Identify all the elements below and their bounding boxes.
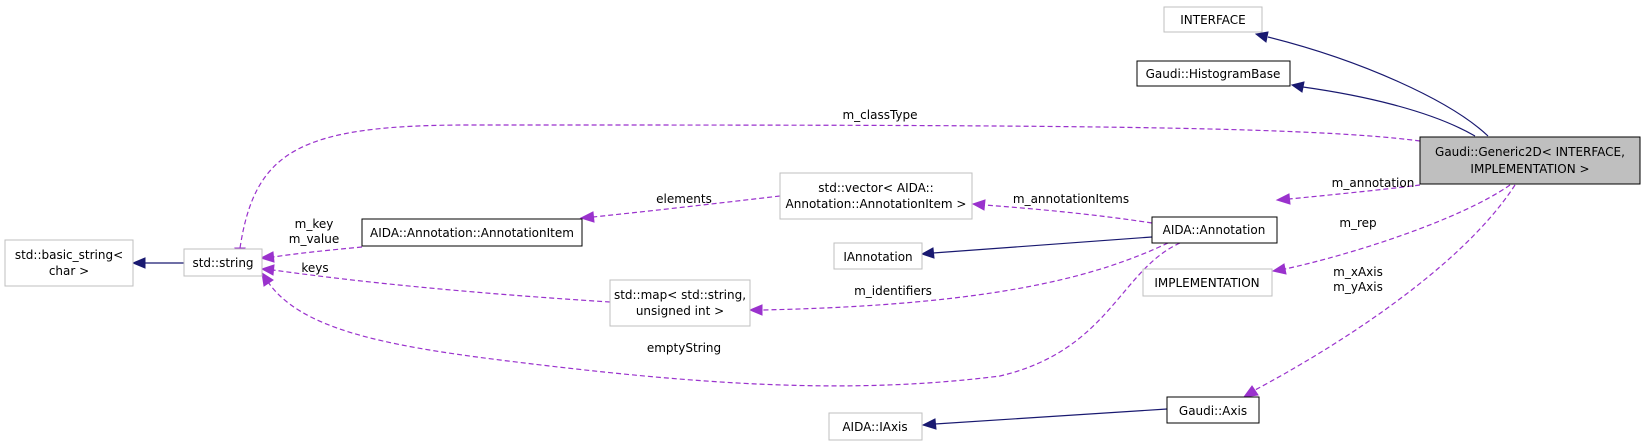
- node-implementation[interactable]: IMPLEMENTATION: [1142, 268, 1273, 297]
- label-m-annotation: m_annotation: [1332, 176, 1415, 190]
- node-std-map-label-line2: unsigned int >: [636, 304, 724, 318]
- node-std-basic-string[interactable]: std::basic_string< char >: [4, 239, 134, 287]
- edge-keys: [260, 264, 611, 303]
- edge-annotation: [1275, 184, 1421, 205]
- node-aida-iaxis[interactable]: AIDA::IAxis: [828, 412, 923, 441]
- edge-string-to-basic-string: [131, 257, 184, 269]
- node-generic2d-label-line1: Gaudi::Generic2D< INTERFACE,: [1435, 145, 1625, 159]
- label-m-identifiers: m_identifiers: [854, 284, 932, 298]
- node-interface-label: INTERFACE: [1180, 13, 1246, 27]
- node-iannotation-label: IAnnotation: [843, 250, 912, 264]
- node-gaudi-axis[interactable]: Gaudi::Axis: [1166, 396, 1260, 424]
- node-interface[interactable]: INTERFACE: [1163, 6, 1263, 33]
- node-annotation-item-label: AIDA::Annotation::AnnotationItem: [370, 226, 574, 240]
- edge-emptystring: [261, 242, 1181, 387]
- node-std-string-label: std::string: [192, 256, 253, 270]
- label-keys: keys: [301, 261, 328, 275]
- edge-generic2d-to-histogrambase: [1290, 81, 1476, 137]
- node-implementation-label: IMPLEMENTATION: [1154, 276, 1259, 290]
- node-std-basic-string-label-line1: std::basic_string<: [15, 248, 123, 262]
- edge-identifiers: [748, 242, 1169, 316]
- edge-annotationitems: [971, 199, 1153, 224]
- node-std-string[interactable]: std::string: [183, 248, 263, 277]
- node-std-basic-string-label-line2: char >: [49, 264, 89, 278]
- node-generic2d[interactable]: Gaudi::Generic2D< INTERFACE, IMPLEMENTAT…: [1419, 136, 1641, 185]
- label-elements: elements: [656, 192, 712, 206]
- edge-elements: [579, 195, 781, 223]
- edge-generic2d-to-interface: [1254, 31, 1489, 137]
- node-std-vector[interactable]: std::vector< AIDA:: Annotation::Annotati…: [779, 172, 973, 220]
- node-histogram-base-label: Gaudi::HistogramBase: [1146, 67, 1281, 81]
- node-histogram-base[interactable]: Gaudi::HistogramBase: [1136, 60, 1291, 87]
- node-std-vector-label-line1: std::vector< AIDA::: [818, 181, 933, 195]
- label-m-annotationitems: m_annotationItems: [1013, 192, 1129, 206]
- node-aida-iaxis-label: AIDA::IAxis: [842, 420, 907, 434]
- edge-rep: [1271, 184, 1511, 275]
- node-iannotation[interactable]: IAnnotation: [833, 242, 923, 270]
- label-m-key: m_key: [295, 217, 334, 231]
- node-aida-annotation[interactable]: AIDA::Annotation: [1151, 216, 1278, 244]
- node-generic2d-label-line2: IMPLEMENTATION >: [1470, 162, 1589, 176]
- edge-axis-to-iaxis: [921, 408, 1168, 430]
- node-annotation-item[interactable]: AIDA::Annotation::AnnotationItem: [361, 218, 583, 247]
- edge-key-value: [259, 246, 363, 263]
- label-m-value: m_value: [289, 232, 339, 246]
- node-aida-annotation-label: AIDA::Annotation: [1163, 223, 1266, 237]
- node-std-map[interactable]: std::map< std::string, unsigned int >: [609, 279, 751, 327]
- node-std-map-label-line1: std::map< std::string,: [614, 288, 746, 302]
- label-m-classtype: m_classType: [842, 108, 917, 122]
- edge-axis: [1242, 184, 1516, 398]
- label-m-yaxis: m_yAxis: [1333, 280, 1383, 294]
- edge-annotation-to-iannotation: [920, 236, 1153, 259]
- node-std-vector-label-line2: Annotation::AnnotationItem >: [786, 197, 967, 211]
- label-m-xaxis: m_xAxis: [1333, 265, 1383, 279]
- label-emptystring: emptyString: [647, 341, 721, 355]
- label-m-rep: m_rep: [1339, 216, 1376, 230]
- node-gaudi-axis-label: Gaudi::Axis: [1179, 404, 1247, 418]
